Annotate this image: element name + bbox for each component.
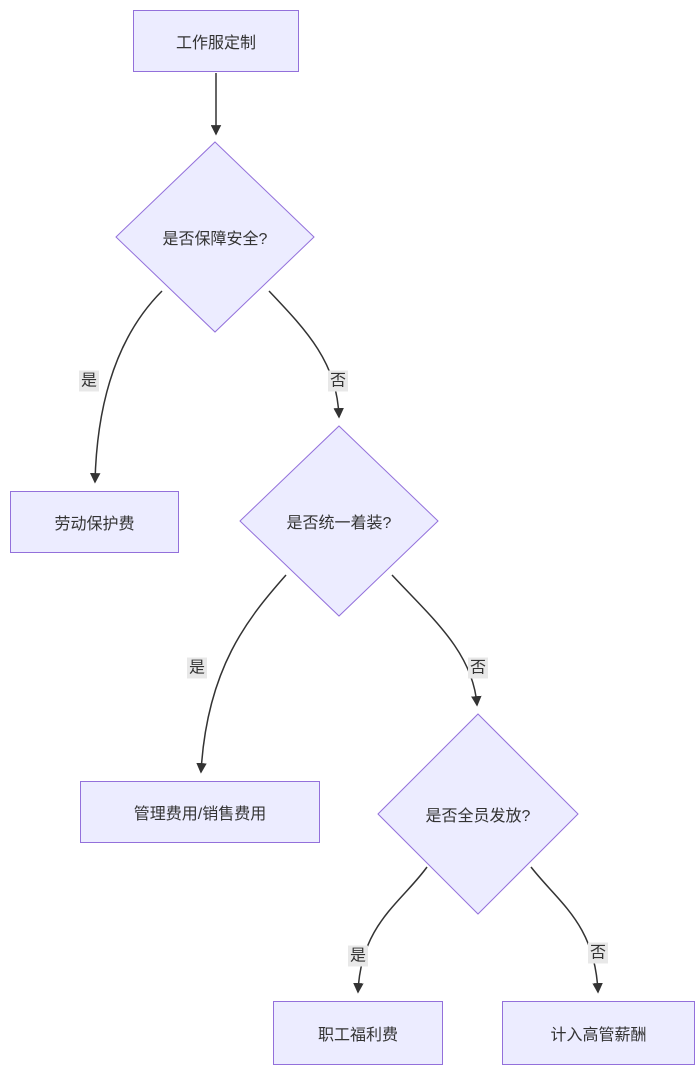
decision-safety-shape <box>115 141 315 333</box>
edge-label-yes-2: 是 <box>186 657 208 679</box>
edge-q1-yes-to-labor <box>89 290 163 484</box>
edge-q2-yes-to-mgmt <box>196 574 287 774</box>
edge-q3-no-to-exec <box>530 866 603 994</box>
node-executive-compensation: 计入高管薪酬 <box>502 1001 695 1065</box>
edge-label-no-1: 否 <box>327 370 349 392</box>
node-management-sales-expense: 管理费用/销售费用 <box>80 781 320 843</box>
node-employee-welfare-fee: 职工福利费 <box>273 1001 443 1065</box>
decision-uniform-shape <box>239 425 439 617</box>
node-labor-protection-fee: 劳动保护费 <box>10 491 179 553</box>
edge-label-no-2: 否 <box>467 657 489 679</box>
edge-label-no-3: 否 <box>587 942 609 964</box>
decision-allstaff-shape <box>377 713 579 915</box>
edge-q3-yes-to-welfare <box>353 866 428 994</box>
node-start: 工作服定制 <box>133 10 299 72</box>
edge-q1-no-to-q2 <box>268 290 344 419</box>
edge-q2-no-to-q3 <box>391 574 482 707</box>
edge-label-yes-1: 是 <box>78 370 100 392</box>
edge-label-yes-3: 是 <box>347 945 369 967</box>
